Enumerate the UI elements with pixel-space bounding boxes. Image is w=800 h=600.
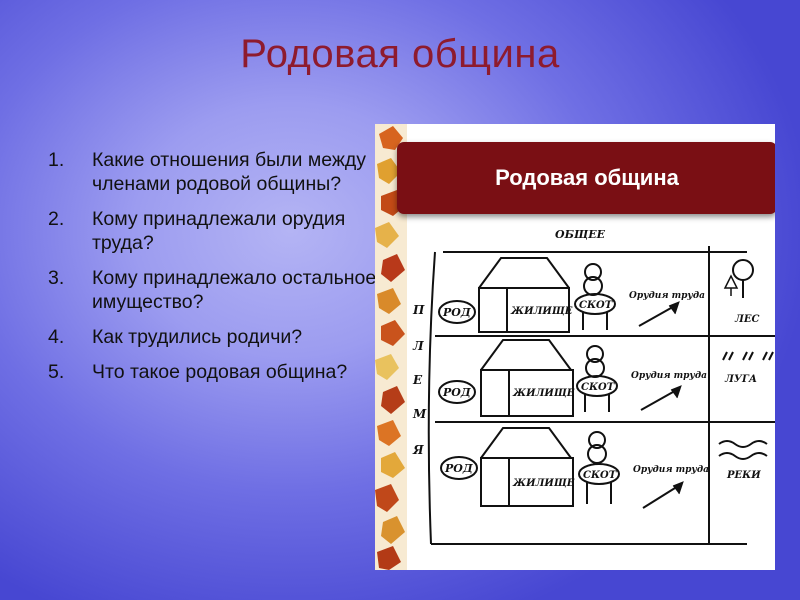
question-text: Как трудились родичи? <box>92 326 303 348</box>
clan-row: РОД ЖИЛИЩЕ СКОТ Орудия труда <box>440 427 709 509</box>
question-number: 4. <box>48 326 65 348</box>
river-waves-icon <box>718 440 768 460</box>
question-number: 1. <box>48 149 65 171</box>
tribe-letter: П <box>412 303 425 317</box>
question-item: 2. Кому принадлежали орудия труда? <box>42 207 377 255</box>
question-text: Кому принадлежало остальное имущество? <box>92 267 377 313</box>
cattle-label: СКОТ <box>583 470 618 481</box>
dwelling-label: ЖИЛИЩЕ <box>512 478 575 489</box>
dwelling-label: ЖИЛИЩЕ <box>512 388 575 399</box>
forest-icon <box>723 259 754 298</box>
slide-title: Родовая община <box>240 32 560 76</box>
question-number: 2. <box>48 208 65 230</box>
question-text: Кому принадлежали орудия труда? <box>92 208 346 254</box>
tribe-letter: М <box>412 407 427 421</box>
clan-label: РОД <box>444 462 473 475</box>
forest-label: ЛЕС <box>734 314 759 325</box>
cattle-label: СКОТ <box>581 382 616 393</box>
banner-title: Родовая община <box>495 165 679 190</box>
community-illustration: Родовая община ОБЩЕЕ П Л Е М Я РОД ЖИЛИЩ… <box>375 124 775 570</box>
tribe-letter: Л <box>412 339 424 353</box>
meadows-label: ЛУГА <box>724 374 757 385</box>
question-text: Что такое родовая община? <box>92 361 348 383</box>
rivers-label: РЕКИ <box>726 470 761 481</box>
question-item: 1. Какие отношения были между членами род… <box>42 148 377 196</box>
question-list: 1. Какие отношения были между членами род… <box>42 148 377 395</box>
cattle-label: СКОТ <box>579 300 614 311</box>
illustration-banner: Родовая община <box>397 142 775 214</box>
meadow-grass-icon <box>722 351 774 361</box>
question-item: 5. Что такое родовая община? <box>42 360 377 384</box>
tribe-letter: Е <box>412 373 423 387</box>
common-label: ОБЩЕЕ <box>555 228 606 241</box>
question-item: 4. Как трудились родичи? <box>42 325 377 349</box>
dwelling-label: ЖИЛИЩЕ <box>510 306 573 317</box>
question-text: Какие отношения были между членами родов… <box>92 149 367 195</box>
question-item: 3. Кому принадлежало остальное имущество? <box>42 266 377 314</box>
clan-label: РОД <box>442 306 471 319</box>
tools-label: Орудия труда <box>633 465 709 475</box>
clan-row: РОД ЖИЛИЩЕ СКОТ Орудия труда <box>438 339 707 417</box>
clan-label: РОД <box>442 386 471 399</box>
tribe-letter: Я <box>412 443 424 457</box>
tools-label: Орудия труда <box>629 291 705 301</box>
question-number: 3. <box>48 267 65 289</box>
clan-row: РОД ЖИЛИЩЕ СКОТ Орудия труда <box>438 257 705 333</box>
tools-label: Орудия труда <box>631 371 707 381</box>
clan-community-diagram: ОБЩЕЕ П Л Е М Я РОД ЖИЛИЩЕ СКОТ Орудия т… <box>412 228 775 545</box>
question-number: 5. <box>48 361 65 383</box>
